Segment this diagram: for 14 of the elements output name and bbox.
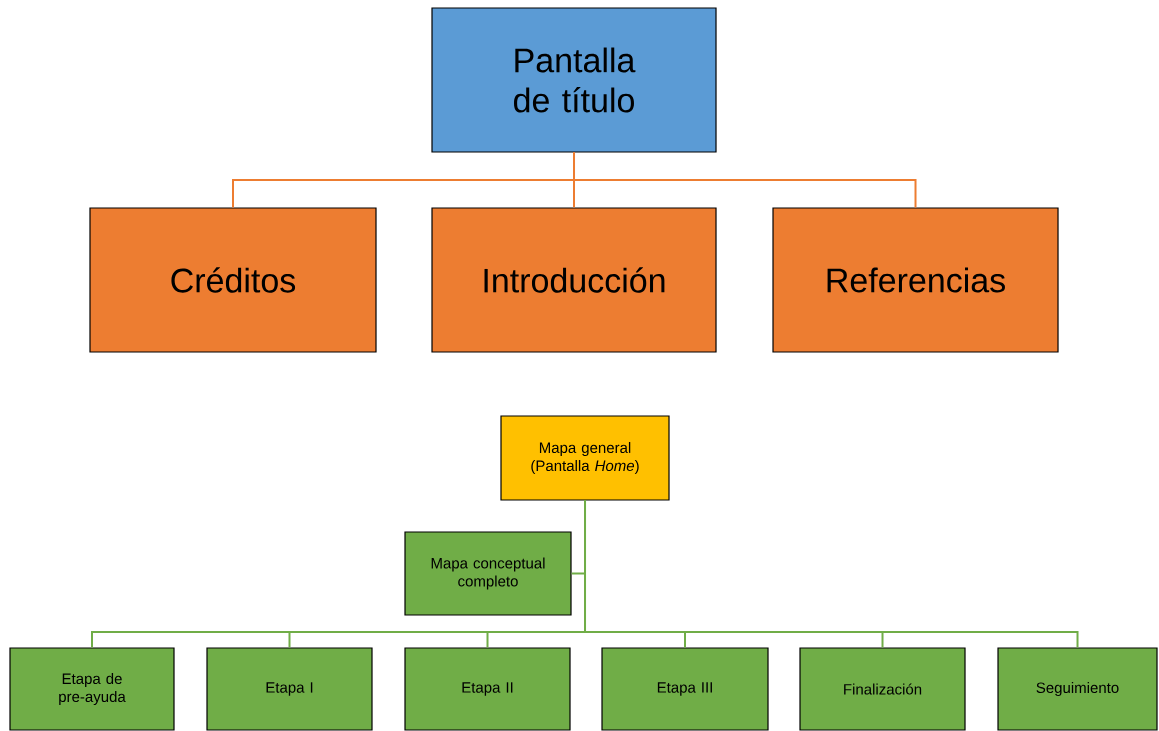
home-box: Mapa general (Pantalla Home) bbox=[500, 415, 670, 501]
title-box: Pantalla de título bbox=[431, 7, 717, 153]
connector-line bbox=[573, 151, 917, 209]
menu-box: Introducción bbox=[431, 207, 717, 353]
process-box: Finalización bbox=[799, 647, 966, 731]
process-box: Mapa conceptual completo bbox=[404, 531, 572, 616]
process-box: Etapa II bbox=[404, 647, 571, 731]
process-box: Etapa I bbox=[206, 647, 373, 731]
menu-box: Referencias bbox=[772, 207, 1059, 353]
process-box: Etapa III bbox=[601, 647, 769, 731]
menu-box: Créditos bbox=[89, 207, 377, 353]
connector-line bbox=[584, 499, 1079, 649]
process-box: Seguimiento bbox=[997, 647, 1158, 731]
process-box: Etapa de pre-ayuda bbox=[9, 647, 175, 731]
